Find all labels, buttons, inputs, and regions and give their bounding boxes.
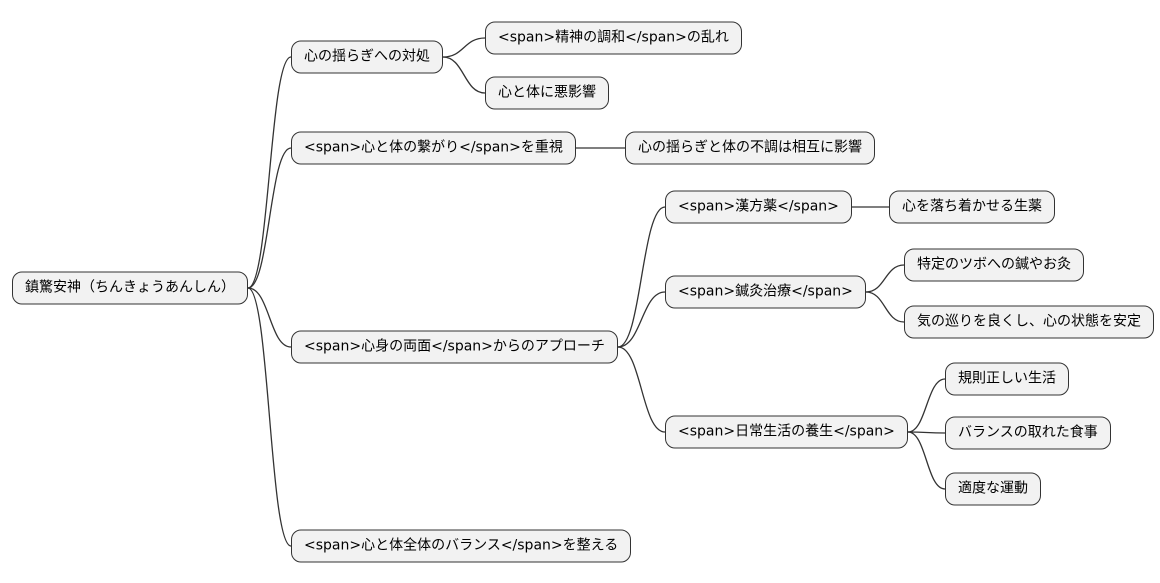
edge-b3-b3c2 (617, 291, 666, 348)
mindmap-node-b3c2g2: 気の巡りを良くし、心の状態を安定 (904, 305, 1154, 339)
mindmap-node-b1: 心の揺らぎへの対処 (291, 40, 443, 74)
mindmap-node-b4: <span>心と体全体のバランス</span>を整える (291, 529, 632, 563)
edge-root-b2 (247, 147, 292, 289)
edge-b3c2-b3c2g2 (865, 291, 905, 323)
mindmap-node-b3c1: <span>漢方薬</span> (665, 190, 852, 224)
mindmap-node-b3c3g3: 適度な運動 (945, 472, 1041, 506)
edge-b3c2-b3c2g1 (865, 264, 905, 293)
mindmap-node-root: 鎮驚安神（ちんきょうあんしん） (12, 271, 248, 305)
mindmap-node-b3: <span>心身の両面</span>からのアプローチ (291, 330, 618, 364)
edge-b3c3-b3c3g2 (907, 431, 946, 434)
mindmap-node-b1c1: <span>精神の調和</span>の乱れ (485, 21, 742, 55)
edge-root-b1 (247, 56, 292, 289)
edge-b3c3-b3c3g1 (907, 378, 946, 433)
mindmap-node-b3c3g1: 規則正しい生活 (945, 362, 1069, 396)
edge-b1-b1c2 (442, 56, 486, 94)
mindmap-node-b2c1: 心の揺らぎと体の不調は相互に影響 (625, 131, 875, 165)
edge-b3c3-b3c3g3 (907, 431, 946, 490)
edge-b1-b1c1 (442, 37, 486, 58)
edge-b3-b3c3 (617, 346, 666, 433)
mindmap-node-b3c2g1: 特定のツボへの鍼やお灸 (904, 248, 1084, 282)
edge-root-b4 (247, 287, 292, 547)
edge-root-b3 (247, 287, 292, 348)
edge-b3-b3c1 (617, 206, 666, 348)
mindmap-node-b2: <span>心と体の繋がり</span>を重視 (291, 131, 576, 165)
mindmap-node-b1c2: 心と体に悪影響 (485, 76, 609, 110)
mindmap-node-b3c3g2: バランスの取れた食事 (945, 416, 1111, 450)
mindmap-node-b3c1g1: 心を落ち着かせる生薬 (889, 190, 1055, 224)
mindmap-node-b3c2: <span>鍼灸治療</span> (665, 275, 866, 309)
mindmap-node-b3c3: <span>日常生活の養生</span> (665, 415, 908, 449)
